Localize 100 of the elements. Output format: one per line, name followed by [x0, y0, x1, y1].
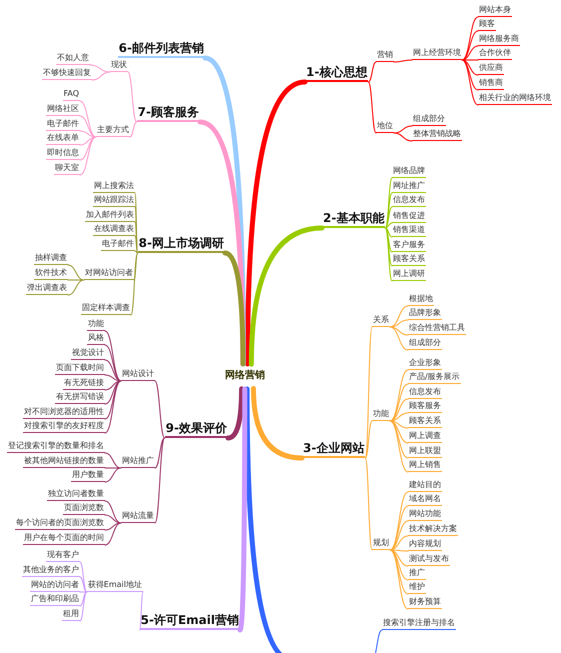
main-topic: 3-企业网站: [302, 441, 366, 458]
subtopic: 聊天室: [54, 163, 80, 175]
subtopic: 不如人意: [56, 53, 90, 65]
branch-line: [384, 228, 392, 266]
branch-line: [384, 228, 392, 252]
subtopic: 测试与发布: [408, 554, 450, 566]
branch-line: [384, 192, 392, 228]
branch-line: [390, 398, 408, 422]
center-topic: 网络营销: [210, 361, 280, 392]
branch-line: [80, 592, 88, 606]
branch-line: [80, 100, 96, 138]
subtopic: 顾客服务: [408, 401, 442, 413]
branch-line: [92, 72, 110, 80]
branch-line: [104, 500, 122, 524]
branch-line: [104, 330, 122, 382]
subtopic: 每个访问者的页面浏览数: [15, 518, 105, 530]
subtopic: 营销: [376, 50, 394, 62]
branch-line: [462, 60, 478, 90]
subtopic: 根据地: [408, 294, 434, 306]
subtopic: 对网站访问者: [84, 268, 134, 280]
branch-line: [248, 226, 324, 367]
branch-line: [390, 370, 408, 422]
branch-line: [390, 420, 408, 428]
branch-line: [226, 386, 244, 440]
subtopic: 网上联盟: [408, 446, 442, 458]
subtopic: 用户数量: [71, 470, 105, 482]
subtopic: 功能: [372, 409, 390, 421]
subtopic: 获得Email地址: [86, 580, 143, 592]
main-topic: 8-网上市场调研: [138, 236, 225, 253]
branch-line: [198, 120, 246, 367]
subtopic: 域名网名: [408, 494, 442, 506]
branch-line: [390, 536, 408, 550]
subtopic: 现状: [110, 60, 128, 72]
branch-line: [80, 576, 88, 592]
branch-line: [80, 136, 96, 176]
branch-line: [462, 46, 478, 60]
subtopic: 网站本身: [478, 5, 512, 17]
subtopic: 对搜索引擎的友好程度: [23, 421, 105, 433]
subtopic: 主要方式: [96, 125, 130, 137]
subtopic: 网上销售: [408, 460, 442, 472]
subtopic: 顾客: [478, 19, 496, 31]
subtopic: 弹出调查表: [26, 283, 68, 295]
branch-line: [80, 130, 96, 138]
subtopic: 电子邮件: [46, 119, 80, 131]
branch-line: [134, 252, 138, 280]
branch-line: [390, 384, 408, 422]
subtopic: 维护: [408, 582, 426, 594]
branch-line: [80, 116, 96, 138]
subtopic: 组成部分: [408, 338, 442, 350]
branch-line: [384, 206, 392, 228]
subtopic: 技术解决方案: [408, 524, 458, 536]
branch-line: [104, 344, 122, 382]
branch-line: [90, 64, 110, 72]
branch-line: [368, 62, 376, 82]
subtopic: 网址推广: [392, 181, 426, 193]
subtopic: 其他业务的客户: [22, 565, 80, 577]
subtopic: 网上调查: [408, 431, 442, 443]
subtopic: 品牌形象: [408, 308, 442, 320]
subtopic: 销售渠道: [392, 225, 426, 237]
subtopic: 不够快速回复: [42, 68, 92, 80]
subtopic: 供应商: [478, 63, 504, 75]
subtopic: 现有客户: [46, 550, 80, 562]
subtopic: 相关行业的网络环境: [478, 93, 552, 105]
branch-line: [368, 82, 376, 134]
subtopic: 信息发布: [408, 387, 442, 399]
branch-line: [104, 380, 122, 404]
subtopic: 产品/服务展示: [408, 372, 461, 384]
subtopic: 独立访问者数量: [47, 489, 105, 501]
branch-line: [104, 360, 122, 382]
branch-line: [390, 420, 408, 444]
subtopic: 建站目的: [408, 480, 442, 492]
branch-line: [390, 550, 408, 610]
main-topic: 1-核心思想: [305, 65, 368, 82]
subtopic: 即时信息: [46, 148, 80, 160]
subtopic: 网站推广: [121, 456, 155, 468]
branch-line: [104, 514, 122, 524]
subtopic: 功能: [87, 319, 105, 331]
branch-line: [134, 236, 138, 254]
branch-line: [104, 452, 122, 468]
subtopic: 电子邮件: [101, 239, 135, 251]
main-topic: 2-基本职能: [322, 211, 386, 228]
branch-line: [104, 380, 122, 390]
subtopic: 销售商: [478, 78, 504, 90]
branch-line: [128, 72, 138, 122]
branch-line: [68, 264, 84, 280]
subtopic: 销售促进: [392, 211, 426, 223]
branch-line: [134, 250, 138, 254]
subtopic: FAQ: [62, 89, 80, 101]
branch-line: [104, 522, 122, 530]
branch-line: [462, 60, 478, 106]
branch-line: [390, 420, 408, 472]
main-topic: 9-效果评价: [164, 421, 228, 438]
branch-line: [364, 326, 372, 458]
subtopic: 登记搜索引擎的数量和排名: [7, 441, 105, 453]
branch-line: [390, 326, 408, 350]
branch-line: [104, 380, 122, 420]
branch-line: [390, 520, 408, 550]
branch-line: [154, 438, 166, 524]
subtopic: 网络品牌: [392, 166, 426, 178]
subtopic: 用户在每个页面的时间: [23, 533, 105, 545]
